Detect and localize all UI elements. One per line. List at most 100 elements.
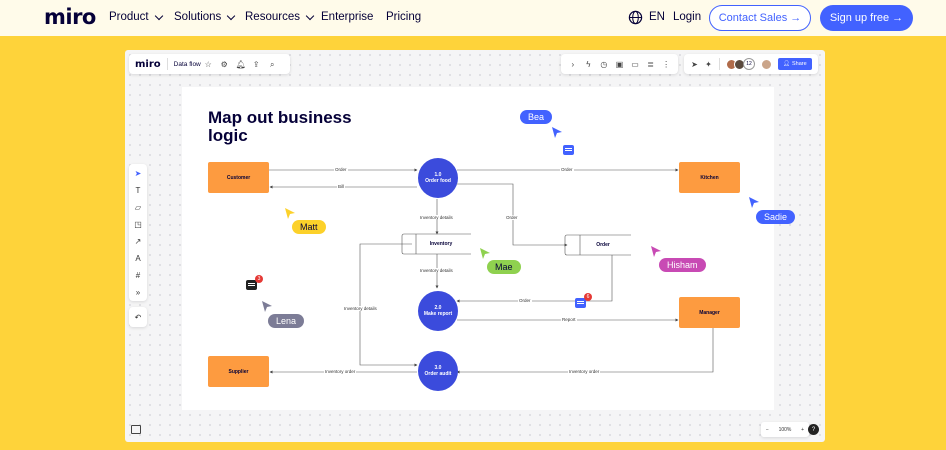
- cursor-arrow-icon: [749, 197, 759, 208]
- app-logo[interactable]: miro: [135, 58, 161, 70]
- chevron-right-icon[interactable]: ›: [571, 59, 575, 69]
- comment-icon[interactable]: [575, 298, 586, 308]
- connector-icon[interactable]: ↗: [134, 236, 142, 246]
- timer-icon[interactable]: ◷: [600, 59, 608, 69]
- nav-solutions[interactable]: Solutions: [174, 11, 236, 23]
- datastore-inventory[interactable]: Inventory: [429, 241, 453, 247]
- language-selector[interactable]: EN: [649, 11, 665, 23]
- nav-product-label: Product: [109, 11, 149, 23]
- entity-customer[interactable]: Customer: [208, 162, 269, 193]
- board-name[interactable]: Data flow: [173, 60, 201, 68]
- process-number: 3.0: [434, 365, 442, 371]
- select-tool-icon[interactable]: ➤: [134, 168, 142, 178]
- board-toolbar: miro Data flow ☆ ⚙ 🔔︎ ⇪ ⌕: [129, 54, 290, 74]
- undo-toolbar: ↶: [129, 307, 147, 327]
- cursor-icon[interactable]: ➤: [691, 59, 698, 69]
- pen-icon[interactable]: A: [135, 253, 141, 263]
- nav-pricing[interactable]: Pricing: [386, 11, 421, 23]
- share-label: Share: [791, 61, 807, 67]
- board-title: Map out business logic: [208, 108, 352, 145]
- vote-icon[interactable]: ▣: [615, 59, 624, 69]
- search-icon[interactable]: ⌕: [270, 59, 275, 69]
- flow-label: Inventory details: [419, 268, 454, 273]
- cursor-tag-lena: Lena: [268, 314, 305, 328]
- globe-icon[interactable]: [628, 10, 643, 25]
- comment-icon[interactable]: [246, 280, 257, 290]
- cursor-tag-hisham: Hisham: [659, 258, 706, 272]
- entity-kitchen[interactable]: Kitchen: [679, 162, 740, 193]
- nav-solutions-label: Solutions: [174, 11, 222, 23]
- bell-icon[interactable]: 🔔︎: [235, 59, 246, 69]
- share-button[interactable]: 👤︎Share: [778, 58, 812, 70]
- notes-icon[interactable]: ≣: [647, 59, 654, 69]
- chevron-down-icon: [227, 11, 236, 20]
- avatar-count-badge[interactable]: 12: [743, 58, 755, 70]
- comment-count-badge: 6: [584, 293, 592, 301]
- cursor-tag-matt: Matt: [292, 220, 326, 234]
- chevron-down-icon: [305, 11, 315, 20]
- help-button[interactable]: ?: [808, 424, 819, 435]
- flow-label: Inventory details: [343, 306, 378, 311]
- datastore-order[interactable]: Order: [596, 242, 610, 248]
- cursor-tag-bea: Bea: [520, 110, 553, 124]
- chevron-down-icon: [154, 11, 163, 20]
- process-order-audit[interactable]: 3.0 Order audit: [418, 351, 458, 391]
- process-name: Order audit: [424, 371, 452, 377]
- more-tools-icon[interactable]: »: [135, 287, 141, 297]
- sign-up-button[interactable]: Sign up free →: [820, 5, 913, 31]
- comment-count-badge: 3: [255, 275, 263, 283]
- cursor-arrow-icon: [651, 246, 661, 257]
- process-name: Order food: [425, 178, 451, 184]
- zoom-control: − 100% +: [761, 422, 809, 437]
- process-make-report[interactable]: 2.0 Make report: [418, 291, 458, 331]
- user-icon: 👤︎: [783, 61, 790, 67]
- celebrate-icon[interactable]: ✦: [705, 59, 712, 69]
- more-icon[interactable]: ⋮: [662, 59, 671, 69]
- process-number: 1.0: [434, 172, 442, 178]
- entity-manager[interactable]: Manager: [679, 297, 740, 328]
- flow-label: Bill: [337, 184, 346, 189]
- zoom-out-button[interactable]: −: [765, 426, 769, 433]
- star-icon[interactable]: ☆: [204, 59, 212, 69]
- flow-label: Order: [334, 167, 348, 172]
- entity-supplier[interactable]: Supplier: [208, 356, 269, 387]
- cursor-arrow-icon: [480, 248, 490, 259]
- lightning-icon[interactable]: ϟ: [586, 59, 591, 69]
- zoom-in-button[interactable]: +: [801, 426, 805, 433]
- process-number: 2.0: [434, 305, 442, 311]
- divider: [719, 58, 720, 70]
- comment-icon[interactable]: ▭: [631, 59, 639, 69]
- miro-logo[interactable]: miro: [44, 5, 96, 29]
- process-name: Make report: [423, 311, 453, 317]
- left-toolbar: ➤ T ▱ ◳ ↗ A # »: [129, 164, 147, 301]
- zoom-level[interactable]: 100%: [778, 426, 792, 433]
- board-canvas[interactable]: Map out business logic Customer Kitchen …: [182, 87, 774, 410]
- text-tool-icon[interactable]: T: [135, 185, 141, 195]
- gear-icon[interactable]: ⚙: [220, 59, 228, 69]
- panel-toggle-icon[interactable]: [131, 425, 141, 434]
- divider: [166, 58, 168, 70]
- undo-icon[interactable]: ↶: [134, 312, 142, 322]
- nav-resources[interactable]: Resources: [245, 11, 315, 23]
- upload-icon[interactable]: ⇪: [252, 59, 260, 69]
- contact-sales-button[interactable]: Contact Sales →: [709, 5, 811, 31]
- presence-toolbar: ➤ ✦ 12 👤︎Share: [684, 54, 818, 74]
- nav-enterprise-label: Enterprise: [321, 11, 374, 23]
- sticky-note-icon[interactable]: ▱: [134, 202, 142, 212]
- frame-icon[interactable]: #: [135, 270, 141, 280]
- login-link[interactable]: Login: [673, 11, 702, 23]
- collab-toolbar: › ϟ ◷ ▣ ▭ ≣ ⋮: [561, 54, 678, 74]
- cursor-arrow-icon: [552, 127, 562, 138]
- board-app-preview: miro Data flow ☆ ⚙ 🔔︎ ⇪ ⌕ › ϟ ◷ ▣ ▭ ≣ ⋮ …: [125, 50, 825, 442]
- nav-resources-label: Resources: [245, 11, 300, 23]
- flow-label: Order: [518, 298, 532, 303]
- nav-enterprise[interactable]: Enterprise: [321, 11, 373, 23]
- shapes-icon[interactable]: ◳: [134, 219, 142, 229]
- nav-pricing-label: Pricing: [386, 11, 422, 23]
- flow-label: Report: [561, 317, 577, 322]
- avatar[interactable]: [761, 58, 772, 70]
- flow-label: Order: [560, 167, 574, 172]
- comment-icon[interactable]: [563, 145, 574, 155]
- nav-product[interactable]: Product: [109, 11, 163, 23]
- process-order-food[interactable]: 1.0 Order food: [418, 158, 458, 198]
